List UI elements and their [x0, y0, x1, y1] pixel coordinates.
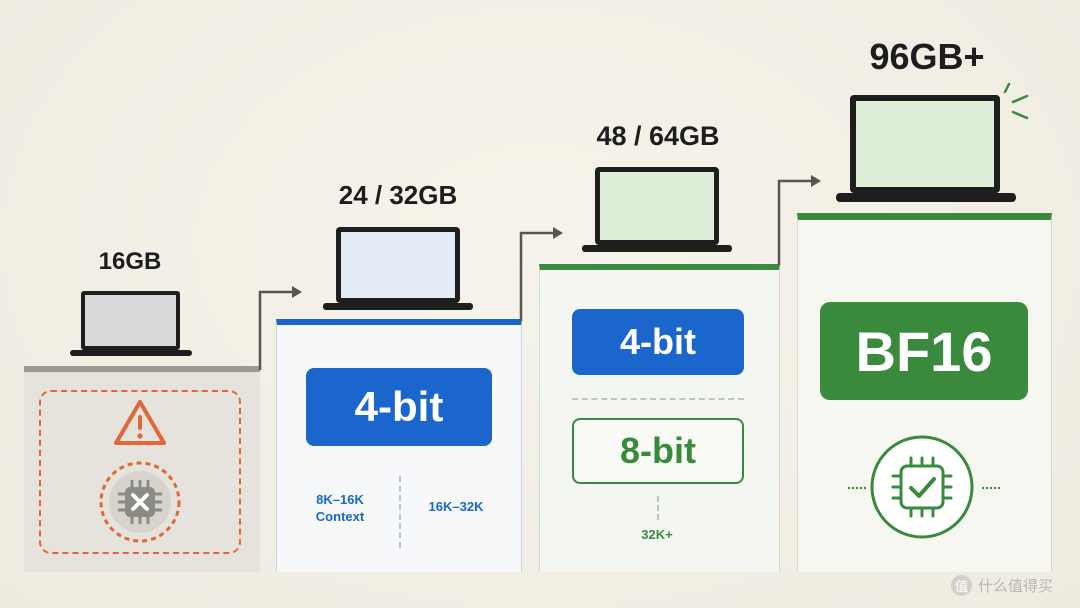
chip-check-icon	[870, 435, 974, 539]
watermark-text: 什么值得买	[978, 576, 1054, 595]
tier-2-context-right: 16K–32K	[428, 499, 484, 514]
tier-1-memory-label: 16GB	[98, 248, 162, 275]
step-arrow-3-icon	[777, 175, 821, 265]
tier-4-memory-label: 96GB+	[869, 36, 985, 77]
step-arrow-1-icon	[258, 286, 302, 370]
tier-2-context-left: 8K–16K Context	[315, 492, 365, 524]
tier-1-warning-frame	[39, 390, 241, 554]
laptop-icon	[323, 227, 473, 310]
tier-3-quantization-badge-primary: 4-bit	[572, 309, 744, 375]
laptop-icon	[70, 291, 192, 356]
laptop-icon	[836, 95, 1016, 202]
tier-3-context: 32K+	[641, 527, 673, 542]
tier-2-divider	[399, 476, 401, 548]
tier-2-memory-label: 24 / 32GB	[338, 180, 458, 210]
tier-4-quantization-badge: BF16	[820, 302, 1028, 400]
sparkle-icon	[1003, 82, 1029, 120]
chip-x-icon	[99, 461, 181, 543]
tier-2-quantization-badge: 4-bit	[306, 368, 492, 446]
tier-1-block	[24, 366, 260, 572]
tier-3-quantization-badge-secondary: 8-bit	[572, 418, 744, 484]
tier-4-left-dots	[848, 487, 866, 489]
warning-icon	[114, 400, 166, 445]
tier-3-context-divider	[657, 496, 659, 520]
tier-3-divider	[572, 398, 744, 400]
tier-4-right-dots	[982, 487, 1000, 489]
step-arrow-2-icon	[519, 227, 563, 321]
laptop-icon	[582, 167, 732, 252]
zhi-icon: 值	[951, 574, 972, 596]
watermark: 值 什么值得买	[951, 573, 1053, 597]
tier-3-memory-label: 48 / 64GB	[596, 121, 720, 151]
